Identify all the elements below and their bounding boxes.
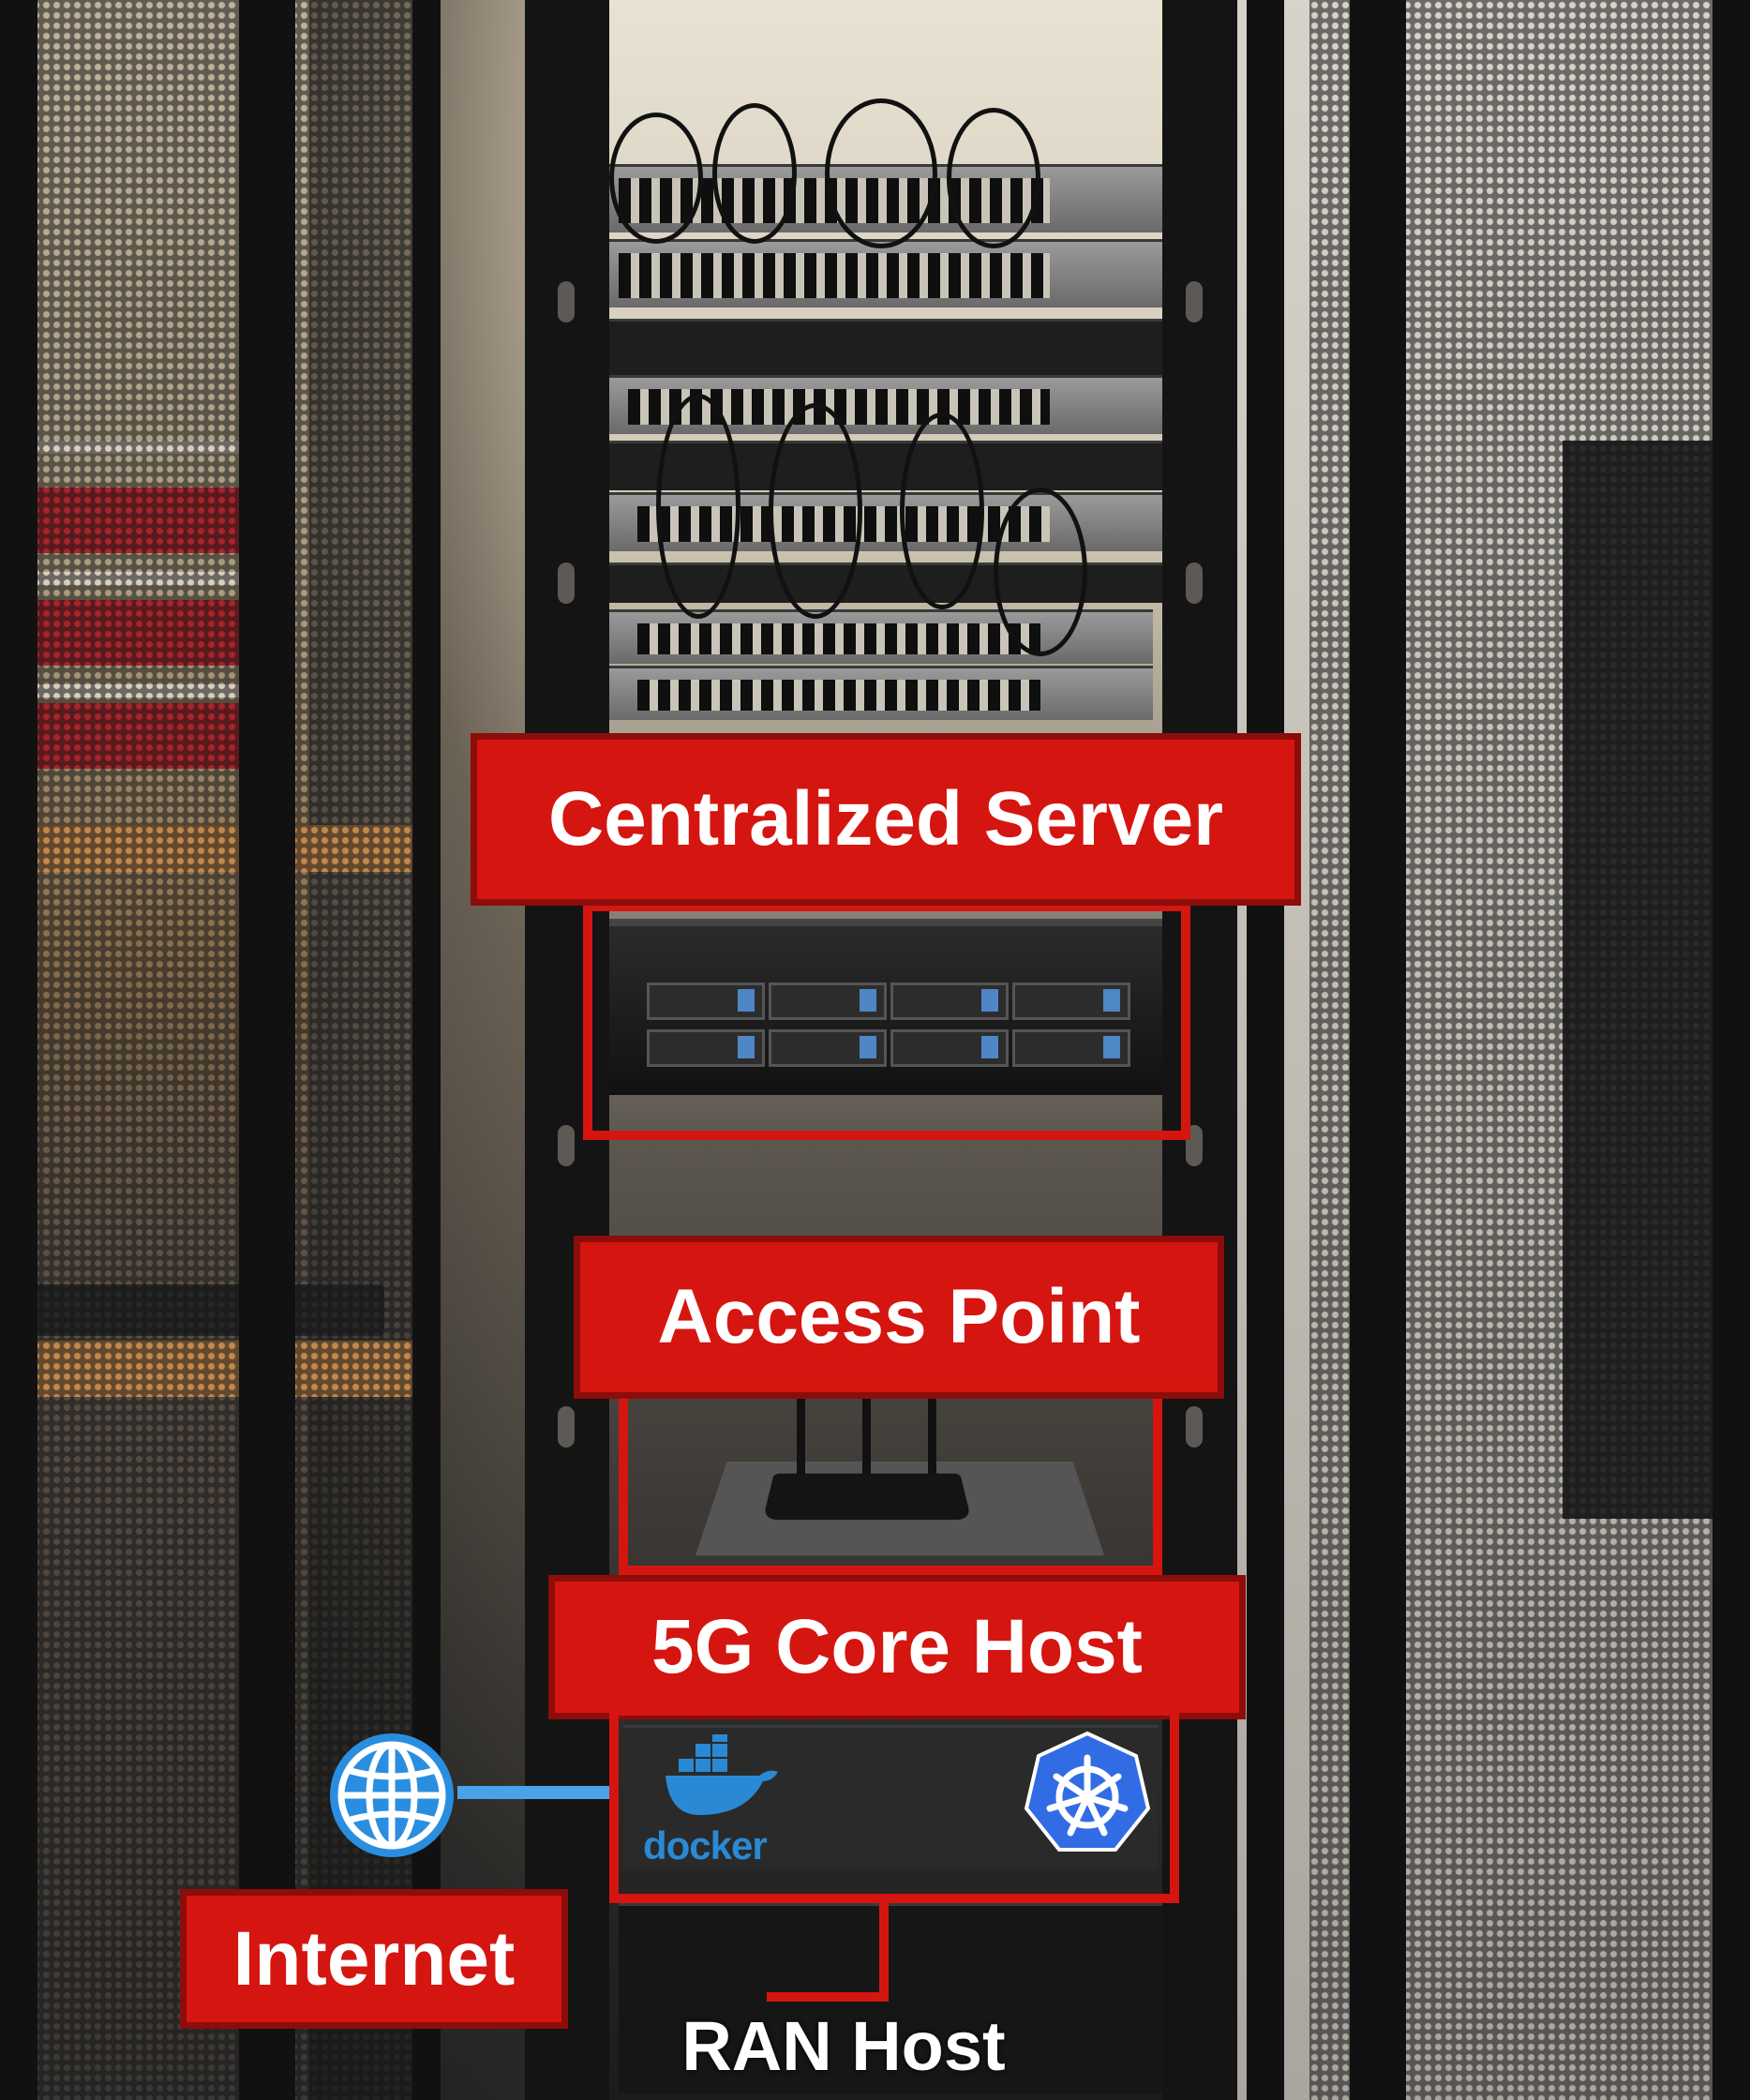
network-cable [947,108,1040,248]
kubernetes-icon [1024,1731,1151,1852]
rack-server [609,919,1162,1095]
door-edge-left [0,0,37,2100]
network-switch [591,239,1162,308]
router-antenna [797,1388,805,1500]
network-cable [656,394,740,619]
ran-host-machine [619,1903,1181,2093]
internet-link-line [457,1786,609,1799]
globe-icon [330,1733,454,1857]
door-frame-right-inner [1247,0,1284,2100]
core-host-label: 5G Core Host [548,1575,1246,1719]
network-cable [825,98,937,248]
door-frame-right [1350,0,1406,2100]
ran-host-connector [767,1992,889,2002]
rack-post-left [525,0,609,2100]
core-host-outline [609,1706,1179,1903]
cable-manager [600,319,1162,378]
patch-panel [609,666,1153,720]
ran-host-label: RAN Host [681,2007,1006,2085]
access-point-label: Access Point [574,1236,1224,1399]
ran-host-connector [879,1898,889,2002]
network-cable [769,403,862,619]
centralized-server-outline [583,902,1190,1140]
network-cable [994,488,1087,656]
docker-logo-text: docker [643,1823,768,1868]
network-cable [609,112,703,244]
router-antenna [862,1388,871,1500]
network-cable [900,412,984,609]
door-edge-right [1713,0,1750,2100]
router-antenna [928,1388,936,1500]
centralized-server-label: Centralized Server [471,733,1301,906]
internet-label: Internet [180,1889,568,2029]
door-frame-left [239,0,295,2100]
access-point-outline [619,1388,1162,1575]
docker-icon [666,1734,778,1815]
network-cable [712,103,797,244]
